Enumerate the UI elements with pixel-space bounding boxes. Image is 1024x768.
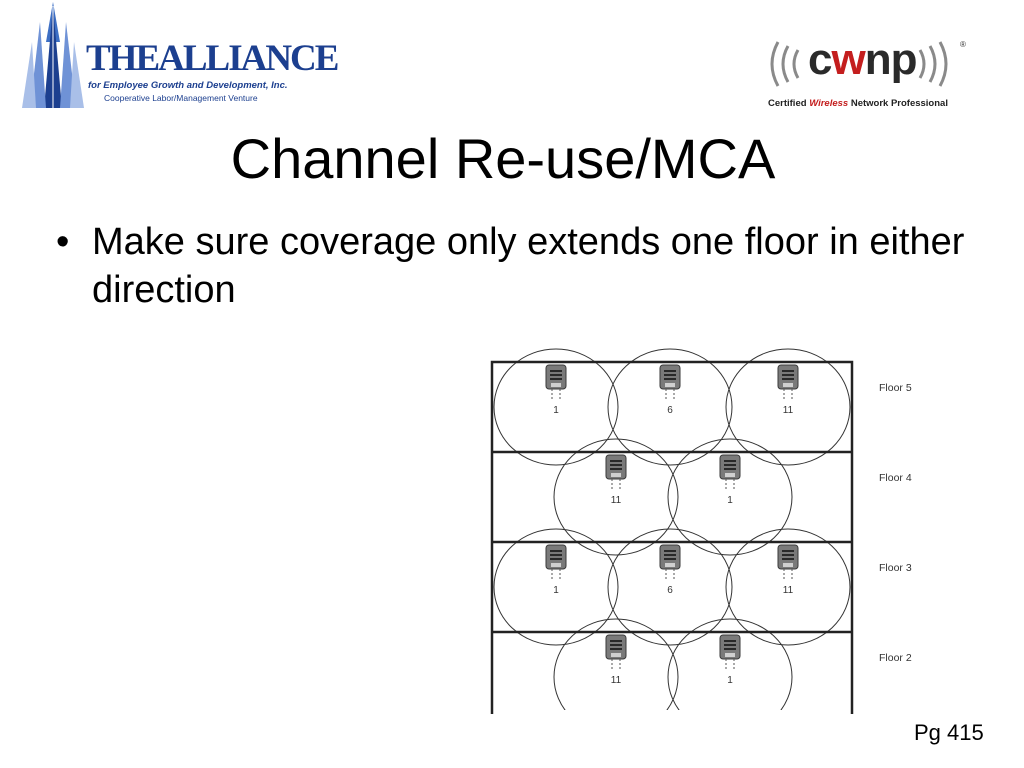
cwnp-mark-prefix: c [808,35,833,84]
channel-label: 1 [727,495,733,506]
access-point-icon [545,364,567,401]
access-point-icon [777,364,799,401]
access-point-icon [659,544,681,581]
cwnp-wordmark: cwnp [808,35,918,84]
channel-label: 6 [667,405,673,416]
access-point-icon [545,544,567,581]
floor-label: Floor 5 [879,382,912,394]
channel-label: 1 [553,585,559,596]
access-point-icon [777,544,799,581]
coverage-cell [725,348,851,466]
cwnp-subtitle: Certified Wireless Network Professional [768,98,948,109]
alliance-tower-icon [22,2,84,108]
wireless-waves-icon [770,41,948,87]
channel-label: 11 [783,585,794,596]
cwnp-subtitle-accent: Wireless [809,98,849,109]
floor-label: Floor 4 [879,472,912,484]
bullet-item: • Make sure coverage only extends one fl… [56,218,976,314]
alliance-tagline: for Employee Growth and Development, Inc… [88,80,288,91]
bullet-text: Make sure coverage only extends one floo… [92,221,965,311]
cwnp-mark-accent: w [831,35,865,84]
alliance-subtagline: Cooperative Labor/Management Venture [104,93,258,103]
channel-label: 11 [611,675,622,686]
channel-label: 1 [727,675,733,686]
slide-title: Channel Re-use/MCA [230,127,776,190]
coverage-cell [553,618,679,710]
cwnp-subtitle-before: Certified [768,98,810,109]
access-point-icon [659,364,681,401]
bullet-symbol: • [56,221,70,263]
channel-label: 6 [667,585,673,596]
coverage-cell [493,348,619,466]
access-point-icon [605,454,627,491]
bullet-list: • Make sure coverage only extends one fl… [56,218,976,314]
cwnp-logo: cwnp ® Certified Wireless Network Profes… [764,36,974,116]
access-point-icon [719,634,741,671]
registered-mark: ® [960,40,966,49]
alliance-logo: THEALLIANCE for Employee Growth and Deve… [22,2,339,110]
coverage-cell [493,528,619,646]
coverage-cell [607,528,733,646]
coverage-cell [607,348,733,466]
alliance-wordmark: THEALLIANCE [86,38,339,79]
channel-label: 11 [783,405,794,416]
access-point-icon [719,454,741,491]
channel-label: 11 [611,495,622,506]
cwnp-subtitle-after: Network Professional [848,98,948,109]
coverage-cell [667,438,793,556]
coverage-cell [725,528,851,646]
channel-label: 1 [553,405,559,416]
floor-label: Floor 3 [879,562,912,574]
floor-label: Floor 2 [879,652,912,664]
coverage-cell [667,618,793,710]
page-number: Pg 415 [914,720,984,745]
cwnp-mark-suffix: np [864,35,918,84]
access-point-icon [605,634,627,671]
coverage-cell [553,438,679,556]
